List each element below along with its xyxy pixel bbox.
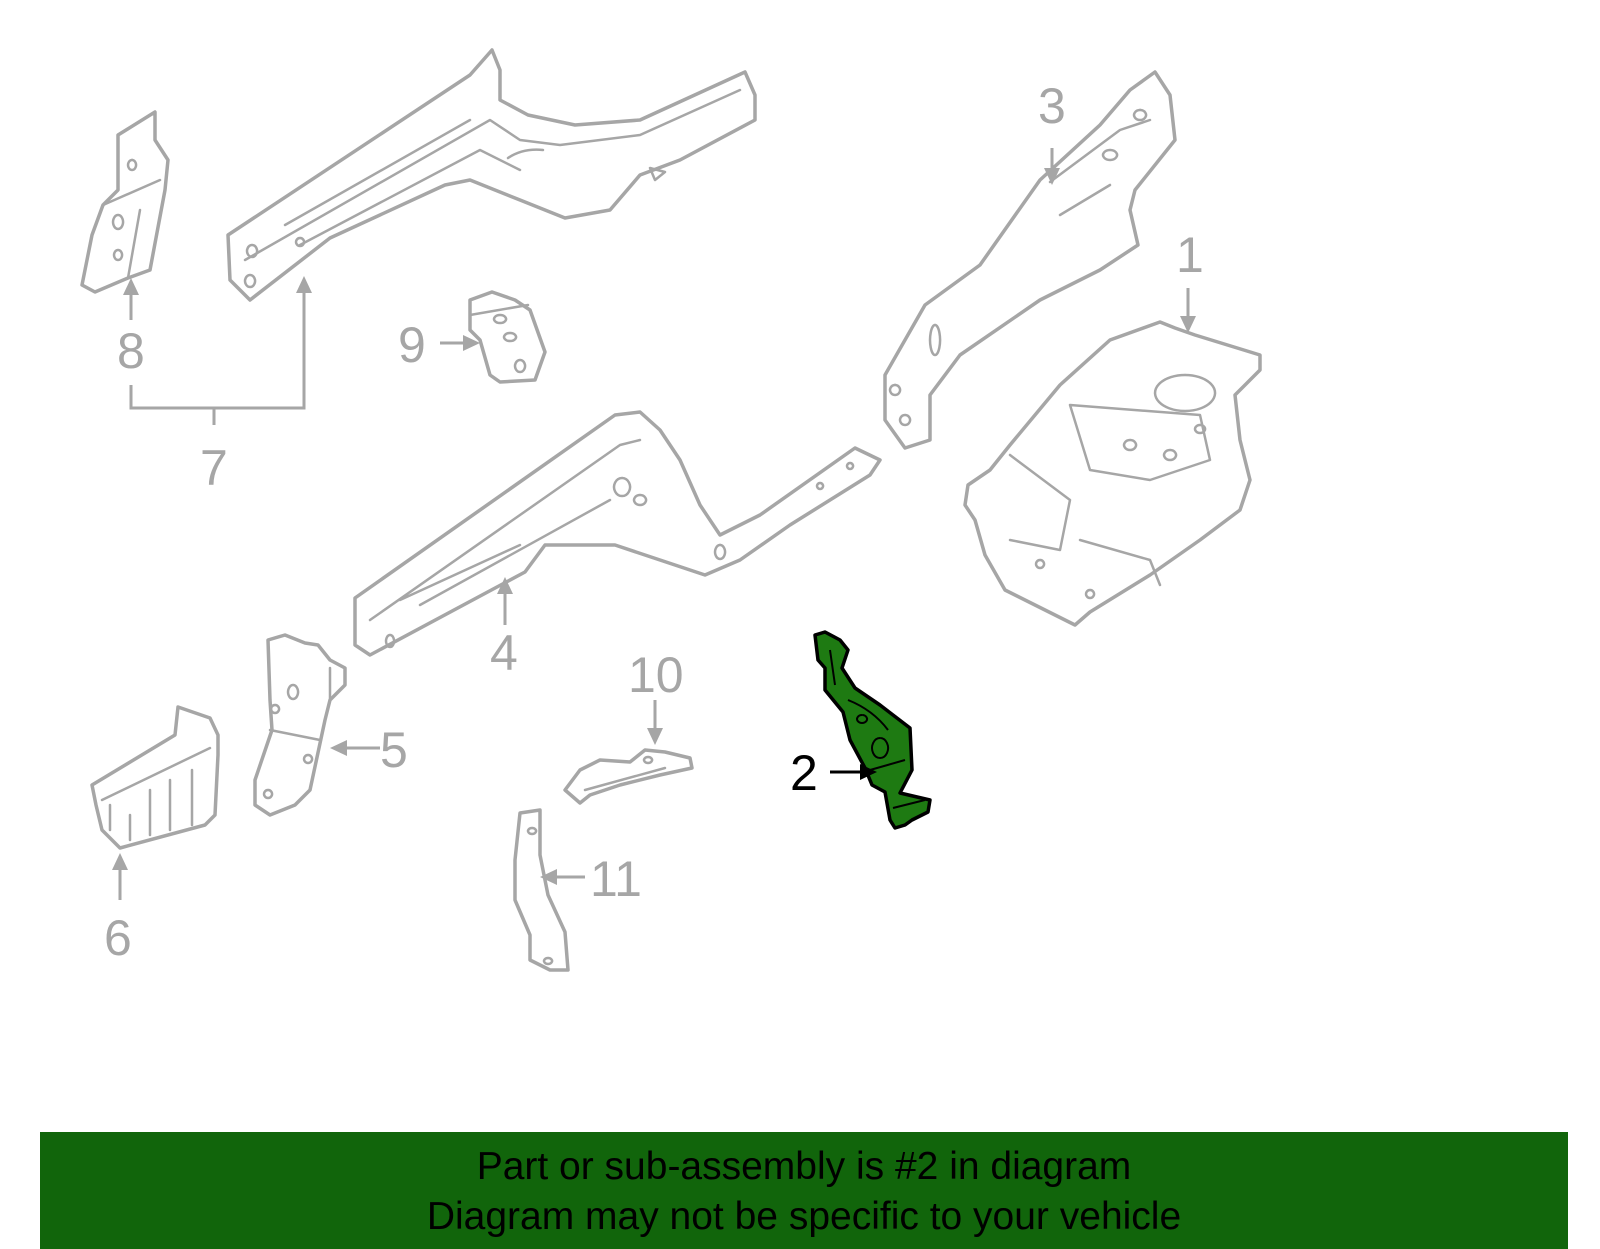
callout-5: 5 [380,722,408,778]
banner-line-2: Diagram may not be specific to your vehi… [426,1195,1182,1238]
part-7-upper-rail[interactable] [226,48,757,302]
callout-11: 11 [590,851,642,907]
callout-9: 9 [398,317,426,373]
part-10-bracket[interactable] [563,748,694,805]
part-6-bracket[interactable] [90,705,220,850]
part-11-strap[interactable] [513,808,570,972]
part-3-rail[interactable] [883,70,1177,450]
part-5-bracket[interactable] [253,633,347,817]
callout-arrows [112,148,1196,900]
info-banner: Part or sub-assembly is #2 in diagram Di… [40,1132,1568,1249]
part-4-lower-rail[interactable] [353,410,882,657]
callout-labels: 1 2 3 4 5 6 7 8 9 10 11 [104,78,1204,966]
part-8-bracket[interactable] [80,110,170,294]
callout-1: 1 [1176,227,1204,283]
callout-7: 7 [200,440,228,496]
part-1-apron[interactable] [963,320,1262,627]
callout-2: 2 [790,745,818,801]
callout-8: 8 [117,323,145,379]
callout-6: 6 [104,910,132,966]
callout-10: 10 [628,647,684,703]
part-9-mount[interactable] [468,290,547,384]
banner-line-1: Part or sub-assembly is #2 in diagram [476,1145,1132,1188]
part-2-highlighted[interactable] [813,630,932,830]
callout-4: 4 [490,625,518,681]
callout-3: 3 [1038,78,1066,134]
